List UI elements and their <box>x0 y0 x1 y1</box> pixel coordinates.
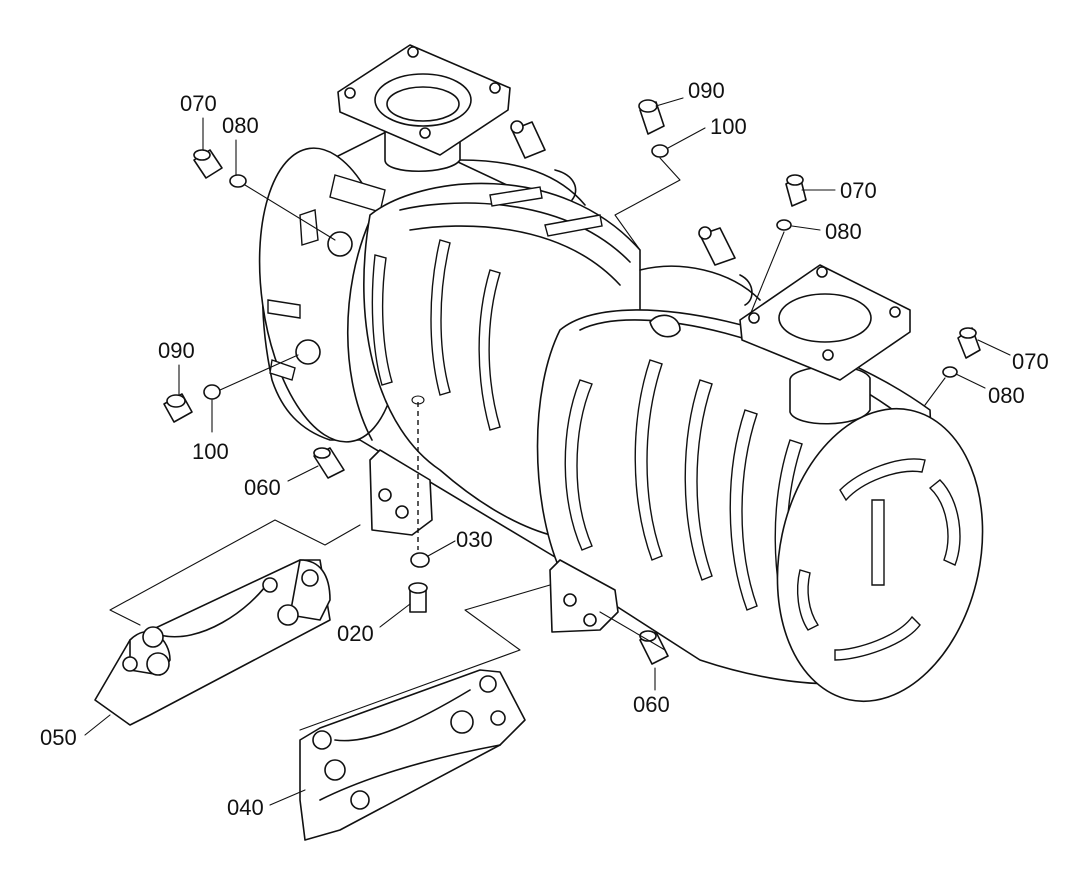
clamp-band-rear <box>459 120 586 206</box>
canister-bracket-right <box>549 559 619 633</box>
callout-090-left[interactable]: 090 <box>158 338 195 363</box>
bolt-070-lower-right <box>957 327 981 359</box>
washer-080-upper-left <box>229 174 247 188</box>
callout-070-lower-right[interactable]: 070 <box>1012 349 1049 374</box>
callout-080-right[interactable]: 080 <box>825 219 862 244</box>
stand-040 <box>299 669 526 841</box>
callout-050[interactable]: 050 <box>40 725 77 750</box>
callout-080-lower-right[interactable]: 080 <box>988 383 1025 408</box>
callout-090-top[interactable]: 090 <box>688 78 725 103</box>
canister-front-section <box>536 309 984 703</box>
plug-090-left <box>163 393 193 423</box>
bolt-020 <box>408 582 428 613</box>
washer-100-left <box>203 384 221 400</box>
callout-020[interactable]: 020 <box>337 621 374 646</box>
callout-040[interactable]: 040 <box>227 795 264 820</box>
clamp-band-front <box>639 226 761 338</box>
washer-100-top <box>651 144 669 158</box>
callout-060-right[interactable]: 060 <box>633 692 670 717</box>
washer-080-right <box>776 219 792 231</box>
bolt-070-right <box>785 174 807 207</box>
callout-060-left[interactable]: 060 <box>244 475 281 500</box>
bolt-070-upper-left <box>193 149 223 179</box>
washer-030 <box>410 552 430 568</box>
callout-030[interactable]: 030 <box>456 527 493 552</box>
inlet-flange <box>337 44 511 173</box>
callout-100-left[interactable]: 100 <box>192 439 229 464</box>
canister-bracket-left <box>369 449 433 536</box>
callout-070-right[interactable]: 070 <box>840 178 877 203</box>
stand-050 <box>94 559 331 726</box>
leader-lines <box>84 97 1011 806</box>
outlet-flange <box>739 264 911 425</box>
callout-080-upper-left[interactable]: 080 <box>222 113 259 138</box>
callout-100-top[interactable]: 100 <box>710 114 747 139</box>
washer-080-lower-right <box>942 366 958 378</box>
bolt-060-left <box>313 447 345 479</box>
callout-070-upper-left[interactable]: 070 <box>180 91 217 116</box>
